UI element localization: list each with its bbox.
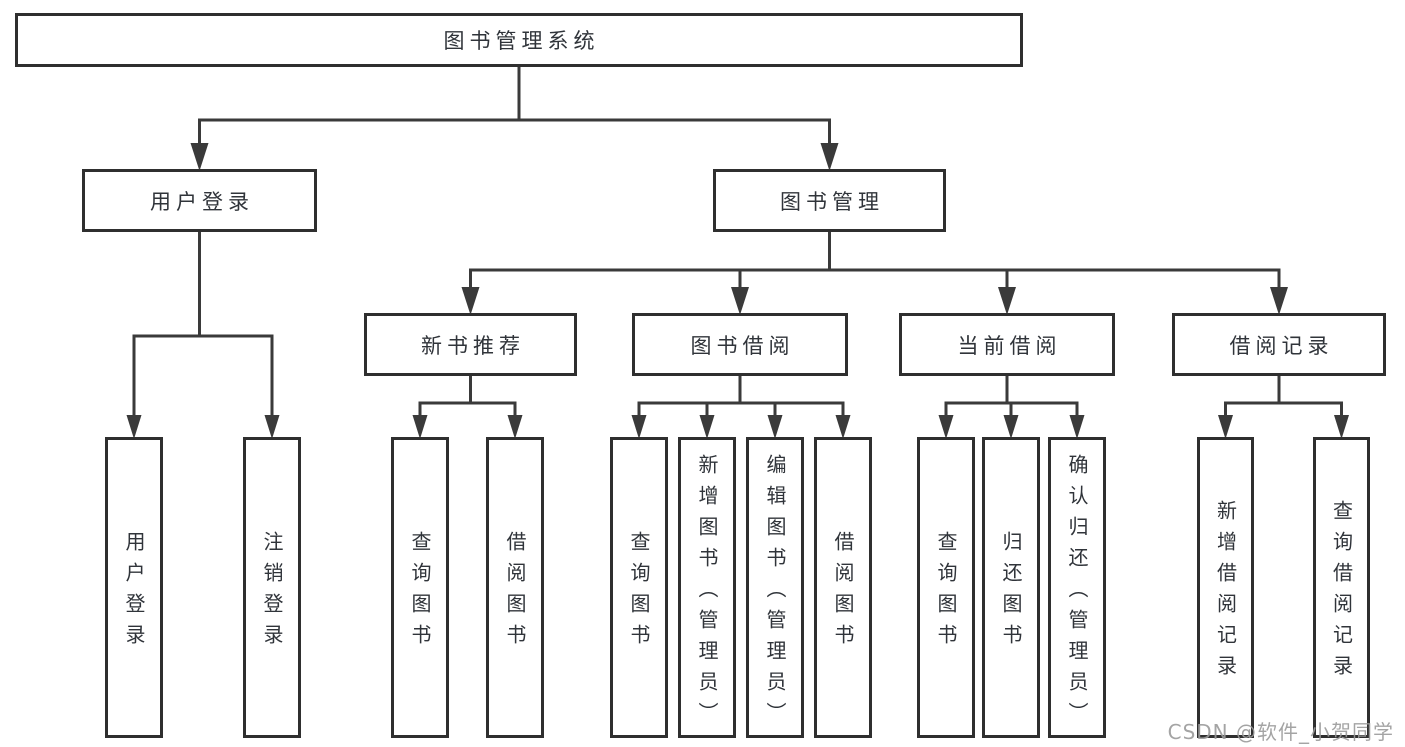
node-label: 编辑图书（管理员） — [763, 453, 787, 733]
node-book-mgmt: 图书管理 — [713, 169, 946, 232]
node-label: 查询借阅记录 — [1329, 500, 1354, 686]
node-label: 借阅图书 — [831, 531, 855, 655]
node-label: 图书借阅 — [690, 333, 795, 358]
node-leaf-nb-query: 查询图书 — [391, 437, 449, 738]
node-leaf-bb-add: 新增图书（管理员） — [678, 437, 736, 738]
node-current-borrow: 当前借阅 — [899, 313, 1115, 376]
node-label: 图书管理系统 — [443, 29, 600, 53]
node-leaf-user-login: 用户登录 — [105, 437, 163, 738]
node-leaf-cb-query: 查询图书 — [917, 437, 975, 738]
node-label: 归还图书 — [999, 531, 1023, 655]
node-leaf-logout: 注销登录 — [243, 437, 301, 738]
node-book-borrow: 图书借阅 — [632, 313, 848, 376]
node-leaf-cb-confirm: 确认归还（管理员） — [1048, 437, 1106, 738]
node-label: 借阅图书 — [503, 531, 527, 655]
node-new-book-rec: 新书推荐 — [364, 313, 577, 376]
node-label: 新书推荐 — [421, 333, 525, 358]
node-label: 查询图书 — [408, 531, 432, 655]
node-leaf-bb-query: 查询图书 — [610, 437, 668, 738]
node-leaf-nb-borrow: 借阅图书 — [486, 437, 544, 738]
node-label: 新增借阅记录 — [1213, 500, 1238, 686]
node-label: 图书管理 — [780, 189, 884, 214]
node-label: 用户登录 — [150, 189, 254, 214]
node-label: 借阅记录 — [1229, 333, 1334, 358]
node-leaf-bb-edit: 编辑图书（管理员） — [746, 437, 804, 738]
watermark-text: CSDN @软件_小贺同学 — [1167, 720, 1394, 744]
node-borrow-records: 借阅记录 — [1172, 313, 1386, 376]
node-label: 注销登录 — [260, 531, 284, 655]
node-label: 新增图书（管理员） — [695, 453, 719, 733]
node-label: 查询图书 — [627, 531, 651, 655]
node-leaf-br-query: 查询借阅记录 — [1313, 437, 1370, 738]
node-leaf-br-add: 新增借阅记录 — [1197, 437, 1254, 738]
node-label: 确认归还（管理员） — [1065, 453, 1089, 733]
node-leaf-bb-borrow: 借阅图书 — [814, 437, 872, 738]
node-label: 当前借阅 — [957, 333, 1062, 358]
node-leaf-cb-return: 归还图书 — [982, 437, 1040, 738]
node-user-login: 用户登录 — [82, 169, 317, 232]
node-label: 查询图书 — [934, 531, 958, 655]
node-root: 图书管理系统 — [15, 13, 1023, 67]
node-label: 用户登录 — [122, 531, 146, 655]
